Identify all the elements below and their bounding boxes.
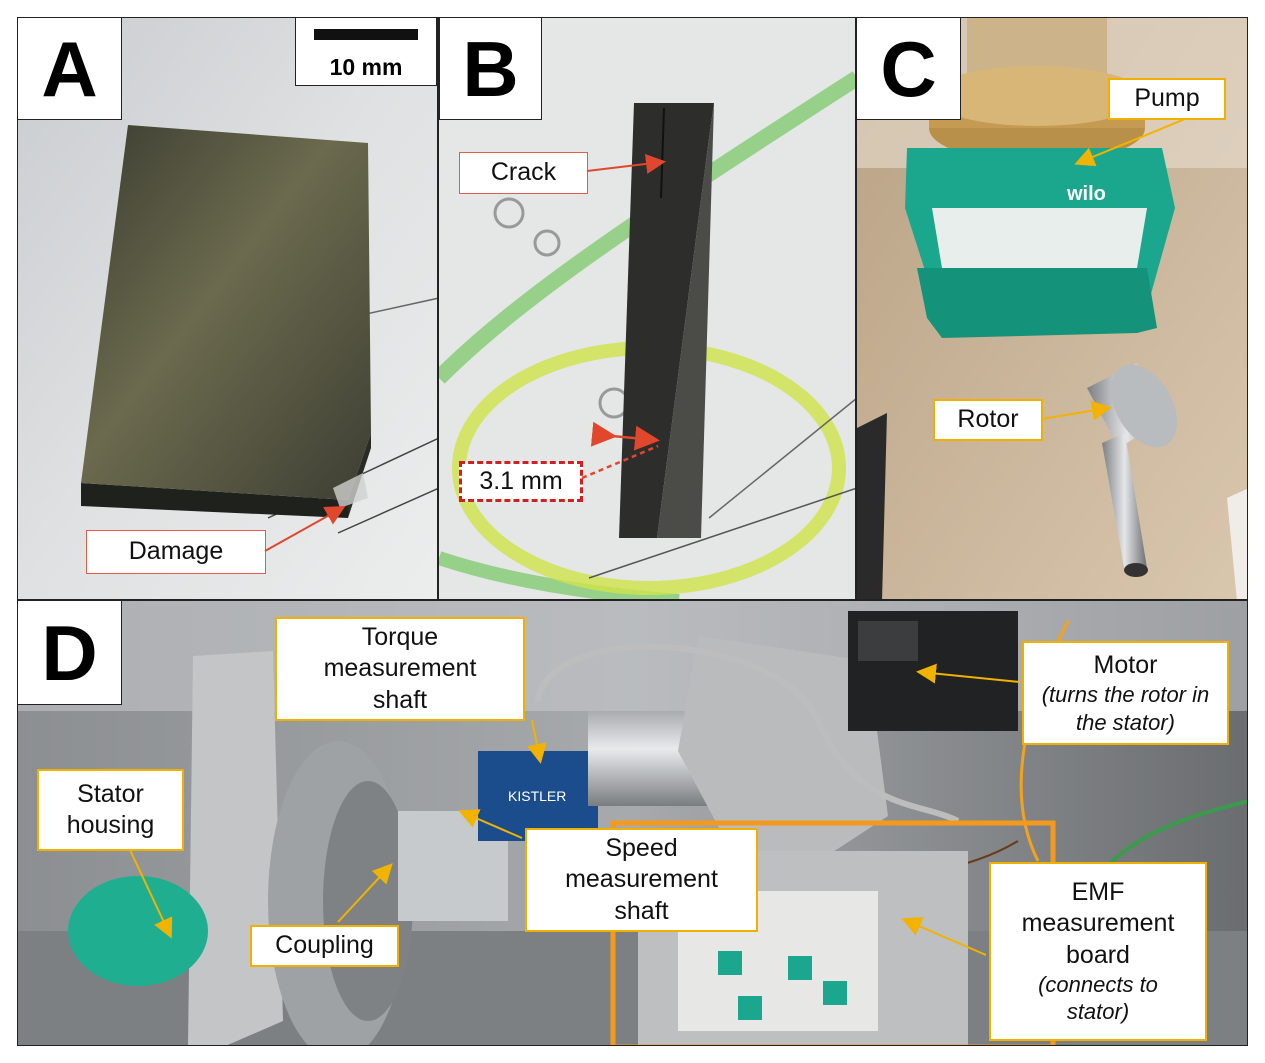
- specimen-plate: [81, 125, 371, 500]
- scale-bar-text: 10 mm: [329, 54, 403, 80]
- damage-label: Damage: [86, 530, 266, 574]
- stator-housing-green: [68, 876, 208, 986]
- panel-d: KISTLER D Torque measurement shaft Motor…: [17, 600, 1248, 1046]
- pump-brand: wilo: [1066, 183, 1106, 205]
- kistler-brand: KISTLER: [508, 788, 566, 804]
- panel-b: B Crack 3.1 mm: [438, 17, 856, 600]
- torque-label-text: Torque measurement shaft: [323, 623, 477, 714]
- motor-label-text: Motor: [1093, 650, 1158, 679]
- motor-label-note: (turns the rotor in the stator): [1041, 682, 1210, 735]
- emf-label-text: EMF measurement board: [1021, 878, 1175, 969]
- speed-label: Speed measurement shaft: [525, 828, 758, 932]
- stator-label-text: Stator housing: [66, 779, 155, 839]
- panel-letter-b: B: [439, 18, 542, 120]
- thickness-label: 3.1 mm: [459, 461, 583, 502]
- pump-label: Pump: [1108, 78, 1226, 120]
- rotor-label: Rotor: [933, 399, 1043, 441]
- crack-label: Crack: [459, 152, 588, 194]
- emf-label-note: (connects to stator): [1038, 971, 1158, 1025]
- stator-label: Stator housing: [37, 769, 184, 851]
- motor-label: Motor (turns the rotor in the stator): [1022, 641, 1229, 745]
- panel-a-photo: [18, 18, 437, 599]
- emf-label: EMF measurement board (connects to stato…: [989, 862, 1207, 1041]
- panel-letter-c: C: [857, 18, 961, 120]
- panel-a: A Damage: [17, 17, 438, 600]
- damage-spot: [333, 473, 368, 508]
- scale-bar: 10 mm: [295, 17, 437, 86]
- coupling-label: Coupling: [250, 925, 399, 967]
- speed-label-text: Speed measurement shaft: [565, 834, 718, 925]
- stator-plate: [188, 651, 283, 1045]
- scale-bar-line: [314, 29, 418, 40]
- panel-c: wilo C Pump Rotor: [856, 17, 1248, 600]
- torque-label: Torque measurement shaft: [275, 617, 525, 721]
- panel-letter-a: A: [18, 18, 122, 120]
- panel-letter-d: D: [18, 601, 122, 705]
